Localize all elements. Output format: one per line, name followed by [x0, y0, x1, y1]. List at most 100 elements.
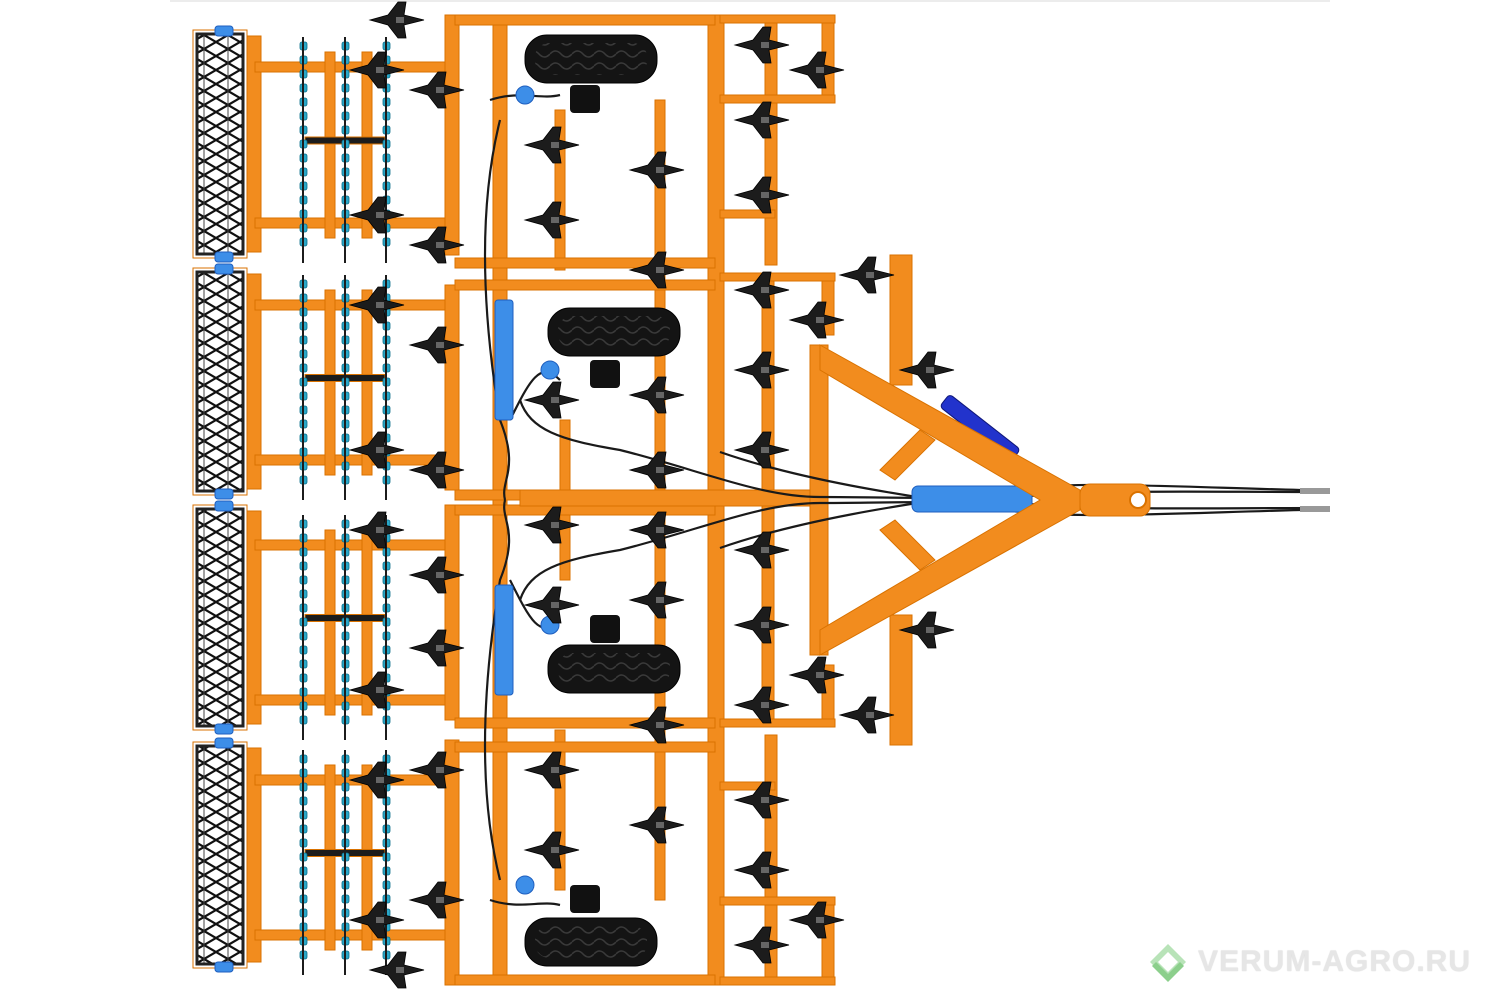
hydraulic-valve: [515, 85, 535, 105]
inner-tine-beam: [554, 729, 566, 891]
tine-mount-bolt: [761, 192, 769, 198]
wheel-hub-arm: [590, 360, 620, 388]
wheel-hub-arm: [570, 85, 600, 113]
tine-mount-bolt: [376, 687, 384, 693]
packer-roller: [195, 507, 245, 728]
harrow-vertical-bar: [361, 51, 373, 239]
tine-mount-bolt: [376, 302, 384, 308]
hydraulic-hose: [489, 898, 561, 907]
tine-mount-bolt: [866, 272, 874, 278]
roller-bearing: [214, 961, 234, 973]
drawbar-side-beam: [889, 614, 913, 746]
tine-mount-bolt: [761, 367, 769, 373]
tine-mount-bolt: [376, 212, 384, 218]
tine-mount-bolt: [551, 217, 559, 223]
packer-roller: [195, 270, 245, 493]
hose-coupler: [1300, 488, 1330, 494]
tine-mount-bolt: [656, 467, 664, 473]
tine-mount-bolt: [376, 67, 384, 73]
folding-hydraulic-cylinder: [494, 299, 514, 421]
front-crossbar: [719, 209, 776, 219]
tire-tread: [558, 653, 670, 685]
tine-mount-bolt: [761, 942, 769, 948]
roller-bearing: [214, 251, 234, 263]
front-crossbar: [719, 976, 836, 986]
tine-mount-bolt: [396, 17, 404, 23]
tine-mount-bolt: [656, 822, 664, 828]
tine-mount-bolt: [926, 627, 934, 633]
tine-mount-bolt: [396, 967, 404, 973]
watermark-text: VERUM-AGRO.RU: [1198, 945, 1471, 978]
drawbar-brace: [879, 429, 936, 481]
drawbar-side-beam: [889, 254, 913, 386]
rear-frame-beam: [444, 504, 460, 721]
tine-mount-bolt: [551, 397, 559, 403]
tine-mount-bolt: [376, 777, 384, 783]
folding-hydraulic-cylinder: [494, 584, 514, 696]
harrow-bar: [254, 61, 446, 73]
tine-mount-bolt: [866, 712, 874, 718]
tine-mount-bolt: [551, 602, 559, 608]
harrow-vertical-bar: [361, 764, 373, 951]
tine-mount-bolt: [926, 367, 934, 373]
hydraulic-cylinders-group: [494, 85, 1033, 895]
tine-mount-bolt: [436, 467, 444, 473]
tine-mount-bolt: [761, 447, 769, 453]
tine-mount-bolt: [656, 267, 664, 273]
tine-mount-bolt: [376, 527, 384, 533]
main-frame-group: [254, 14, 913, 986]
tine-mount-bolt: [656, 597, 664, 603]
roller-side-beam: [246, 35, 262, 253]
front-crossbar: [719, 94, 836, 104]
frame-crossbar: [454, 14, 716, 26]
drawbar-hydraulic-cylinder: [911, 485, 1033, 513]
frame-crossbar: [454, 279, 716, 291]
tine-mount-bolt: [816, 672, 824, 678]
frame-crossbar: [454, 741, 716, 753]
packer-roller: [195, 32, 245, 256]
tine-mount-bolt: [761, 117, 769, 123]
tine-mount-bolt: [816, 67, 824, 73]
tine-mount-bolt: [436, 645, 444, 651]
tine-mount-bolt: [376, 447, 384, 453]
tire-tread: [535, 926, 647, 958]
roller-bearing: [214, 25, 234, 37]
hydraulic-hose: [483, 119, 511, 501]
roller-bearing: [214, 737, 234, 749]
tine-mount-bolt: [551, 142, 559, 148]
tine-mount-bolt: [436, 242, 444, 248]
inner-tine-beam: [554, 109, 566, 271]
tine-mount-bolt: [656, 392, 664, 398]
tine-mount-bolt: [761, 797, 769, 803]
harrow-vertical-bar: [361, 289, 373, 476]
tine-mount-bolt: [376, 917, 384, 923]
tine-mount-bolt: [761, 702, 769, 708]
tine-mount-bolt: [656, 722, 664, 728]
tine-mount-bolt: [551, 522, 559, 528]
tine-mount-bolt: [436, 342, 444, 348]
transport-wheels-group: [524, 34, 681, 967]
tine-mount-bolt: [761, 287, 769, 293]
verum-agro-logo-icon: [1150, 944, 1186, 982]
packer-roller: [195, 744, 245, 966]
harrow-vertical-bar: [324, 529, 336, 716]
hydraulic-valve: [540, 360, 560, 380]
harrow-bar: [254, 929, 446, 941]
harrow-bar: [254, 217, 446, 229]
front-transverse-beam: [809, 344, 829, 656]
rear-frame-beam: [444, 739, 460, 986]
hydraulic-valve: [515, 875, 535, 895]
tire-tread: [535, 43, 647, 75]
rear-rollers-group: [192, 25, 262, 973]
roller-bearing: [214, 500, 234, 512]
harrow-vertical-bar: [324, 764, 336, 951]
front-crossbar: [719, 14, 836, 24]
hydraulic-hose: [483, 499, 511, 881]
harrow-vertical-bar: [324, 51, 336, 239]
tine-mount-bolt: [761, 42, 769, 48]
tine-mount-bolt: [761, 547, 769, 553]
frame-crossbar: [454, 974, 716, 986]
front-crossbar: [719, 896, 836, 906]
rear-frame-beam: [444, 14, 460, 256]
tine-mount-bolt: [761, 867, 769, 873]
